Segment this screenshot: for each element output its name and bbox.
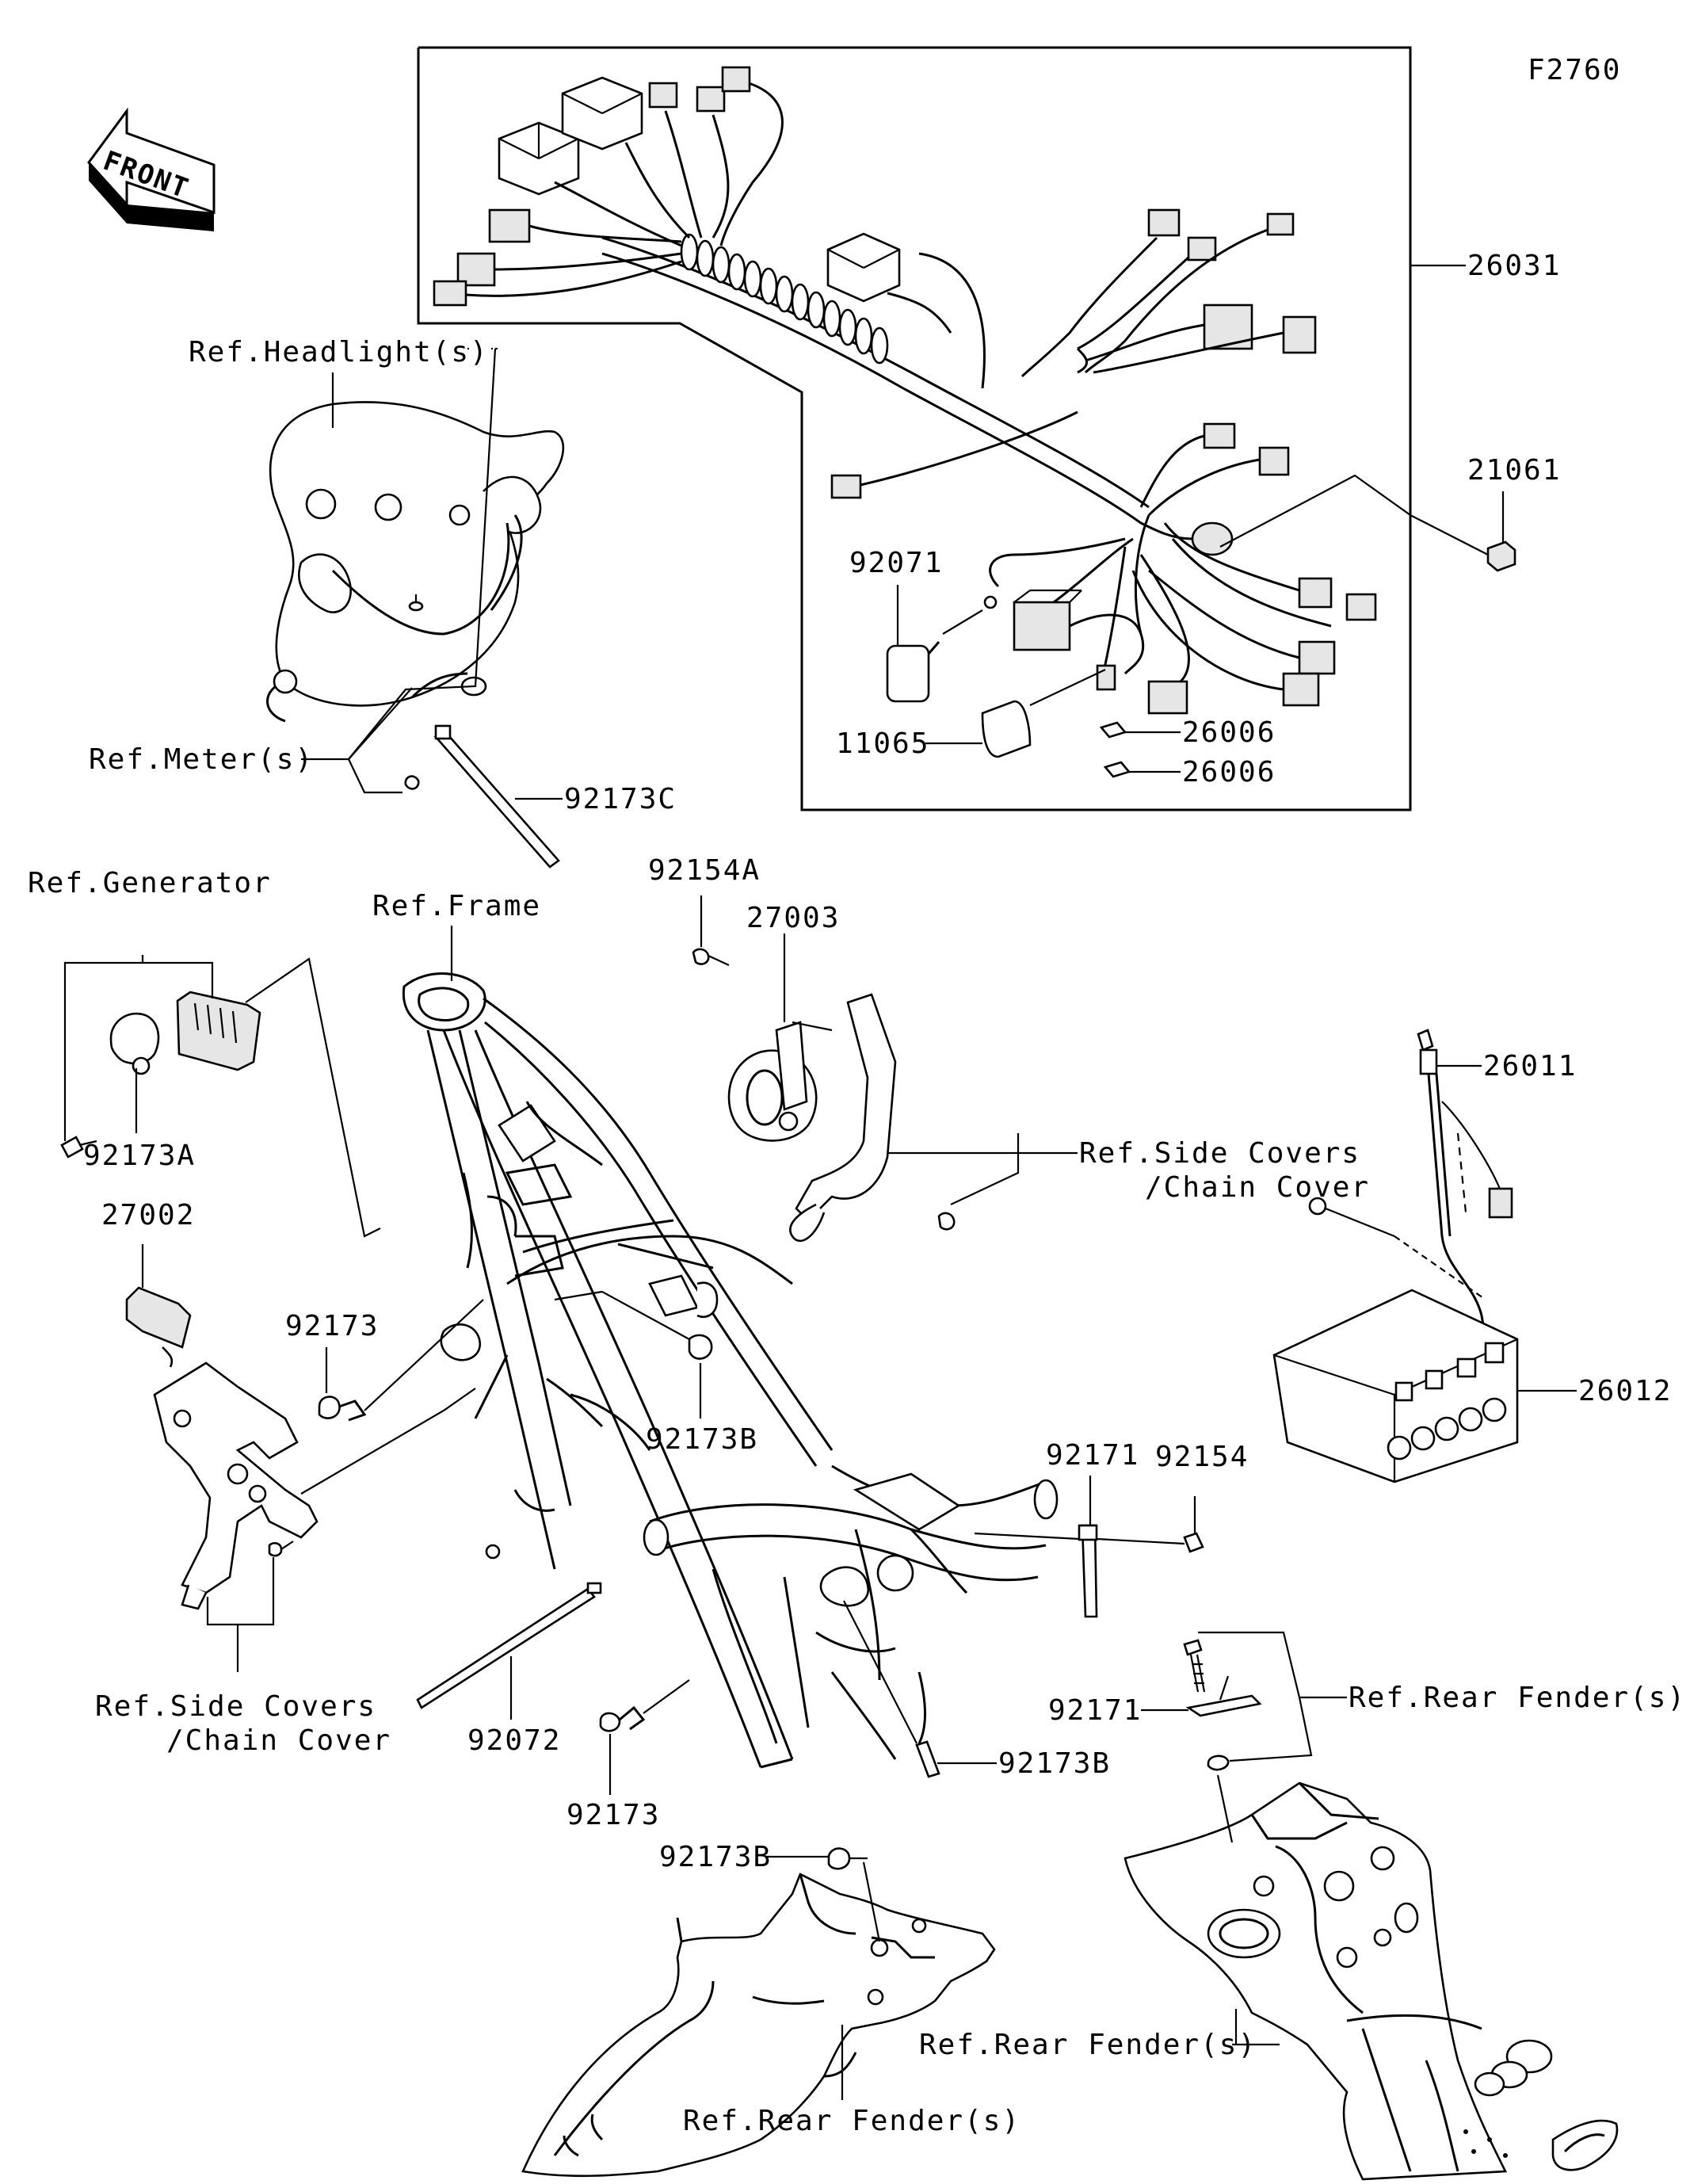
clamp-92173B-top xyxy=(827,1847,881,1942)
part-21061: 21061 xyxy=(1467,454,1561,487)
motorcycle-frame xyxy=(402,972,1059,1769)
band-92171-upper xyxy=(974,1476,1204,1618)
part-11065: 11065 xyxy=(836,727,929,760)
clamp-92173-upper xyxy=(318,1299,484,1422)
ref-side-covers-2-line2: /Chain Cover xyxy=(166,1724,391,1757)
ref-generator: Ref.Generator xyxy=(28,867,272,899)
ref-rear-fender-3: Ref.Rear Fender(s) xyxy=(1349,1682,1686,1714)
part-26031: 26031 xyxy=(1467,250,1561,282)
ref-side-covers-2-line1: Ref.Side Covers xyxy=(95,1690,376,1723)
relay-bracket xyxy=(153,1361,319,1610)
generator-connector xyxy=(60,991,261,1159)
band-92072 xyxy=(416,1582,602,1720)
headlight-bracket xyxy=(266,401,565,723)
harness-callout-box xyxy=(417,46,1412,811)
horn-bracket xyxy=(789,993,956,1243)
part-26006-a: 26006 xyxy=(1182,716,1276,749)
part-92154A: 92154A xyxy=(648,854,761,887)
ref-headlight: Ref.Headlight(s) xyxy=(189,336,489,368)
fuse-26006-b xyxy=(1103,761,1181,778)
rear-fender-center xyxy=(521,1873,996,2178)
part-92173-b: 92173 xyxy=(567,1799,660,1831)
fuse-26006-a xyxy=(1099,721,1181,739)
relay-27002 xyxy=(125,1244,192,1368)
rear-fender-right xyxy=(1123,1781,1619,2181)
part-27003: 27003 xyxy=(746,902,840,934)
ref-rear-fender-1: Ref.Rear Fender(s) xyxy=(683,2105,1020,2137)
part-26006-b: 26006 xyxy=(1182,756,1276,788)
main-harness-26031 xyxy=(433,66,1377,715)
connector-21061 xyxy=(1219,474,1516,572)
part-92173B-b: 92173B xyxy=(659,1841,772,1873)
part-92173-a: 92173 xyxy=(285,1310,379,1342)
part-92171-a: 92171 xyxy=(1046,1439,1139,1472)
ref-rear-fender-2: Ref.Rear Fender(s) xyxy=(919,2029,1257,2061)
figure-code: F2760 xyxy=(1528,54,1621,86)
clamp-92173-lower xyxy=(599,1679,690,1795)
cap-92071 xyxy=(886,609,983,703)
clamp-92173B-lower xyxy=(843,1600,997,1778)
ref-side-covers-1-line1: Ref.Side Covers xyxy=(1079,1137,1360,1170)
ref-frame: Ref.Frame xyxy=(372,890,541,922)
part-26011: 26011 xyxy=(1483,1050,1577,1082)
part-27002: 27002 xyxy=(101,1199,195,1231)
part-92071: 92071 xyxy=(849,547,943,579)
ref-meter: Ref.Meter(s) xyxy=(89,743,314,776)
band-92171-rear xyxy=(1183,1639,1262,1843)
part-92072: 92072 xyxy=(467,1724,561,1757)
part-92173A: 92173A xyxy=(83,1140,196,1172)
battery-cable-26011 xyxy=(1308,1029,1513,1340)
ref-side-covers-1-line2: /Chain Cover xyxy=(1145,1171,1370,1204)
front-arrow-icon: FRONT xyxy=(87,107,216,231)
part-92173C: 92173C xyxy=(564,783,677,815)
part-26012: 26012 xyxy=(1578,1375,1672,1407)
part-92173B-c: 92173B xyxy=(998,1747,1111,1780)
cap-11065 xyxy=(981,669,1106,758)
battery-26012 xyxy=(1272,1289,1519,1483)
part-92171-b: 92171 xyxy=(1048,1694,1142,1727)
part-92154: 92154 xyxy=(1155,1441,1249,1473)
clamp-92173B-middle xyxy=(554,1290,713,1418)
part-92173B-a: 92173B xyxy=(646,1423,758,1456)
band-92173C xyxy=(433,724,560,869)
horn-27003 xyxy=(692,948,818,1142)
